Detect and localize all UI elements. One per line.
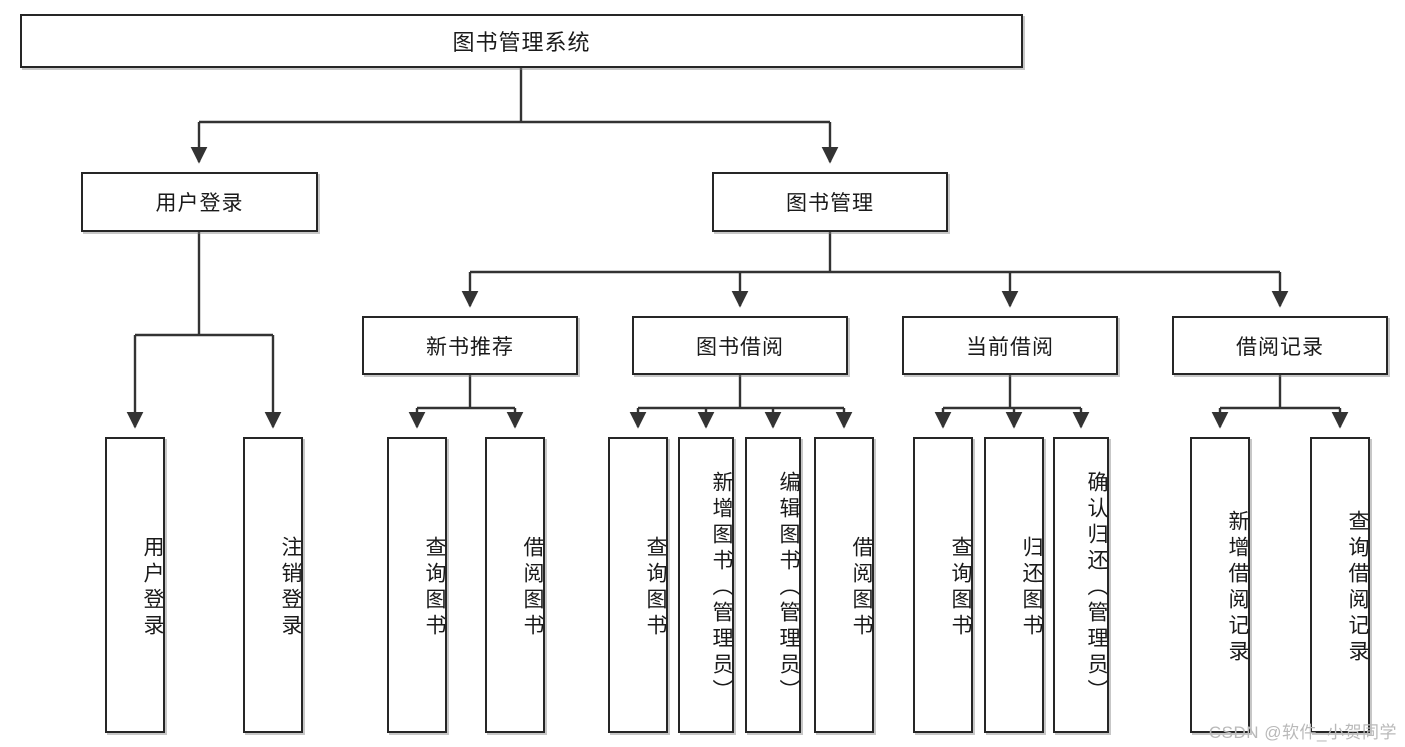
node-leaf-return-book[interactable]: 归还图书 — [984, 437, 1044, 733]
node-label: 借阅图书 — [850, 536, 873, 640]
node-leaf-user-login[interactable]: 用户登录 — [105, 437, 165, 733]
node-leaf-edit-book-admin[interactable]: 编辑图书（管理员） — [745, 437, 801, 733]
node-leaf-add-book-admin[interactable]: 新增图书（管理员） — [678, 437, 734, 733]
node-label: 查询借阅记录 — [1346, 510, 1369, 666]
node-label: 查询图书 — [949, 536, 972, 640]
node-user-login[interactable]: 用户登录 — [81, 172, 318, 232]
node-leaf-query-book-3[interactable]: 查询图书 — [913, 437, 973, 733]
node-label: 图书管理 — [786, 192, 874, 215]
node-leaf-query-book-2[interactable]: 查询图书 — [608, 437, 668, 733]
node-book-management[interactable]: 图书管理 — [712, 172, 948, 232]
node-leaf-add-borrow-record[interactable]: 新增借阅记录 — [1190, 437, 1250, 733]
node-label: 用户登录 — [141, 536, 164, 640]
node-label: 新书推荐 — [426, 335, 514, 359]
node-borrow-record[interactable]: 借阅记录 — [1172, 316, 1388, 375]
node-leaf-query-borrow-record[interactable]: 查询借阅记录 — [1310, 437, 1370, 733]
node-label: 新增借阅记录 — [1226, 510, 1249, 666]
node-label: 借阅记录 — [1236, 335, 1324, 359]
node-label: 图书借阅 — [696, 335, 784, 359]
node-label: 用户登录 — [155, 192, 244, 215]
node-label: 查询图书 — [644, 536, 667, 640]
node-label: 当前借阅 — [966, 335, 1054, 359]
node-label: 查询图书 — [423, 536, 446, 640]
node-label: 注销登录 — [279, 536, 302, 640]
node-label: 归还图书 — [1020, 536, 1043, 640]
csdn-watermark: CSDN @软件_小贺同学 — [1208, 723, 1397, 742]
node-label: 确认归还（管理员） — [1085, 471, 1108, 705]
node-label: 图书管理系统 — [452, 30, 591, 55]
node-label: 编辑图书（管理员） — [777, 471, 800, 705]
node-leaf-query-book-1[interactable]: 查询图书 — [387, 437, 447, 733]
node-label: 借阅图书 — [521, 536, 544, 640]
node-book-borrow[interactable]: 图书借阅 — [632, 316, 848, 375]
node-current-borrow[interactable]: 当前借阅 — [902, 316, 1118, 375]
node-leaf-confirm-return-admin[interactable]: 确认归还（管理员） — [1053, 437, 1109, 733]
node-new-book-recommendation[interactable]: 新书推荐 — [362, 316, 578, 375]
node-leaf-borrow-book-1[interactable]: 借阅图书 — [485, 437, 545, 733]
node-label: 新增图书（管理员） — [710, 471, 733, 705]
node-leaf-borrow-book-2[interactable]: 借阅图书 — [814, 437, 874, 733]
node-leaf-user-logout[interactable]: 注销登录 — [243, 437, 303, 733]
node-root-book-management-system[interactable]: 图书管理系统 — [20, 14, 1023, 68]
